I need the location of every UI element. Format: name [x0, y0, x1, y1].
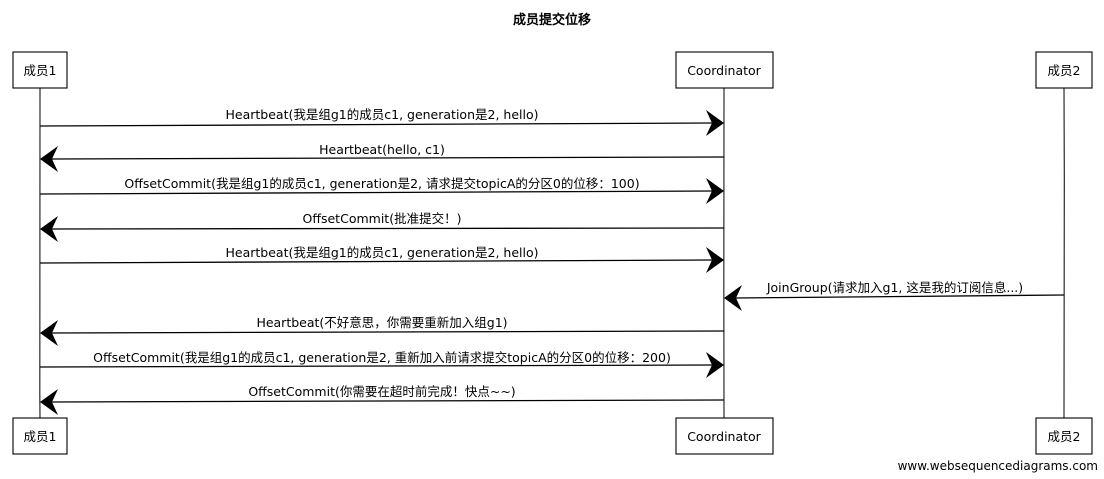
- message-label: Heartbeat(我是组g1的成员c1, generation是2, hell…: [226, 245, 539, 260]
- participant-member2-bottom: 成员2: [1035, 417, 1093, 455]
- message-arrow: [39, 364, 713, 368]
- message-arrow: [39, 190, 713, 195]
- participant-label: Coordinator: [687, 63, 761, 78]
- message-5: Heartbeat(我是组g1的成员c1, generation是2, hell…: [39, 245, 724, 273]
- message-6: JoinGroup(请求加入g1, 这是我的订阅信息...): [724, 280, 1065, 311]
- arrowhead-left: [40, 320, 58, 346]
- message-label: OffsetCommit(你需要在超时前完成！快点~~): [248, 384, 515, 399]
- message-1: Heartbeat(我是组g1的成员c1, generation是2, hell…: [39, 107, 724, 136]
- message-label: OffsetCommit(我是组g1的成员c1, generation是2, 请…: [124, 176, 639, 191]
- participant-member1-top: 成员1: [12, 51, 68, 89]
- watermark-link[interactable]: www.websequencediagrams.com: [898, 459, 1098, 473]
- participant-label: 成员1: [24, 429, 57, 444]
- message-7: Heartbeat(不好意思，你需要重新加入组g1): [40, 315, 725, 346]
- participant-coordinator-bottom: Coordinator: [675, 417, 774, 455]
- participant-label: 成员1: [24, 63, 57, 78]
- arrowhead-right: [706, 352, 724, 378]
- message-4: OffsetCommit(批准提交！): [40, 211, 725, 242]
- arrowhead-left: [724, 285, 742, 311]
- participant-member1-bottom: 成员1: [12, 417, 68, 455]
- message-9: OffsetCommit(你需要在超时前完成！快点~~): [40, 384, 725, 415]
- message-label: OffsetCommit(批准提交！): [303, 211, 462, 226]
- lifeline-member2: [1063, 87, 1065, 419]
- participant-label: Coordinator: [687, 429, 761, 444]
- message-arrow: [51, 330, 725, 334]
- participant-coordinator-top: Coordinator: [675, 51, 774, 89]
- participant-label: 成员2: [1048, 429, 1081, 444]
- diagram-title: 成员提交位移: [513, 12, 591, 28]
- participant-label: 成员2: [1048, 63, 1081, 78]
- message-8: OffsetCommit(我是组g1的成员c1, generation是2, 重…: [39, 350, 724, 378]
- message-arrow: [39, 259, 713, 264]
- arrowhead-left: [40, 216, 58, 242]
- message-label: Heartbeat(hello, c1): [319, 142, 445, 157]
- arrowhead-right: [706, 110, 724, 136]
- message-label: Heartbeat(不好意思，你需要重新加入组g1): [256, 315, 507, 330]
- message-label: OffsetCommit(我是组g1的成员c1, generation是2, 重…: [93, 350, 671, 365]
- message-2: Heartbeat(hello, c1): [40, 142, 725, 172]
- arrowhead-right: [706, 178, 724, 204]
- message-arrow: [39, 122, 713, 127]
- message-label: JoinGroup(请求加入g1, 这是我的订阅信息...): [766, 280, 1023, 295]
- arrowhead-left: [40, 389, 58, 415]
- participant-member2-top: 成员2: [1035, 51, 1093, 89]
- message-3: OffsetCommit(我是组g1的成员c1, generation是2, 请…: [39, 176, 724, 204]
- message-arrow: [735, 294, 1065, 299]
- message-label: Heartbeat(我是组g1的成员c1, generation是2, hell…: [226, 107, 539, 122]
- lifeline-member1: [39, 87, 41, 419]
- message-arrow: [51, 399, 725, 403]
- arrowhead-right: [706, 247, 724, 273]
- lifeline-coordinator: [723, 87, 725, 419]
- message-arrow: [51, 156, 725, 160]
- arrowhead-left: [40, 146, 58, 172]
- message-arrow: [51, 227, 725, 230]
